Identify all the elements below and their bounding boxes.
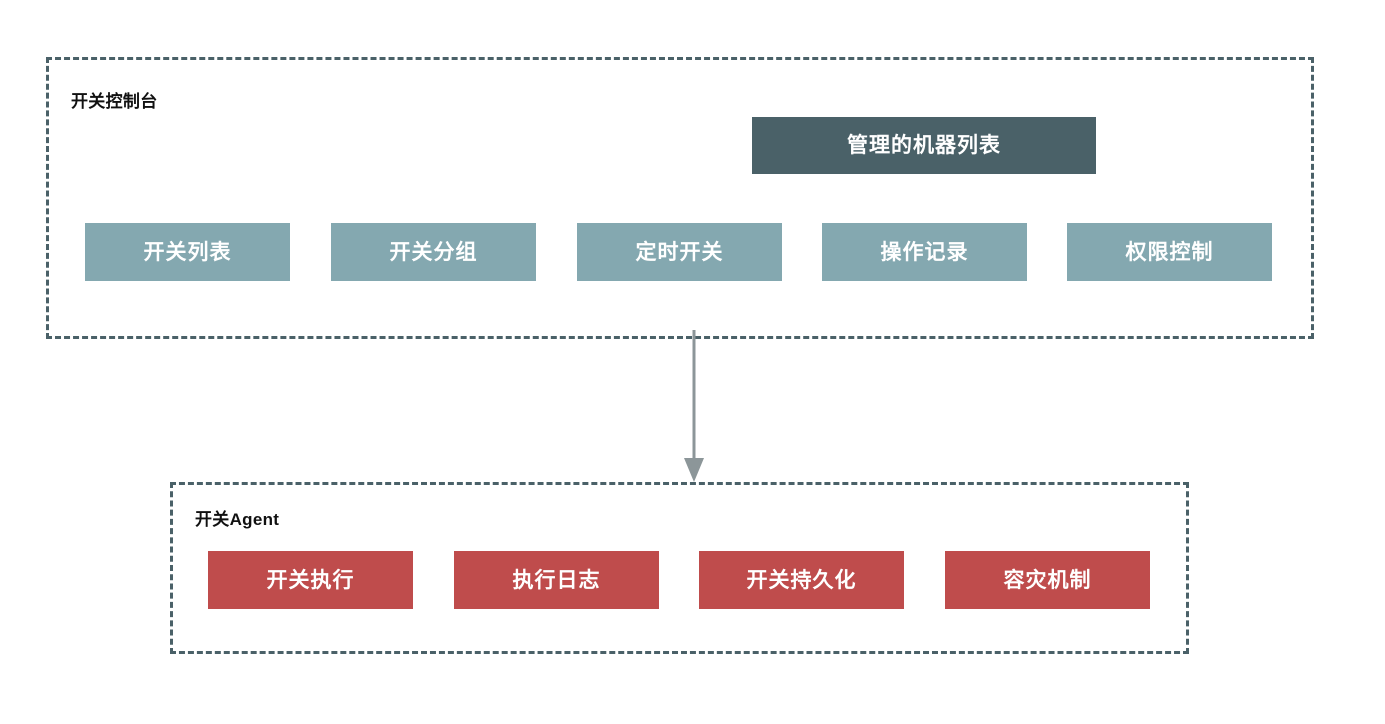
group-switch-console: 开关控制台 [46,57,1314,339]
node-disaster-recovery[interactable]: 容灾机制 [945,551,1150,609]
group-switch-agent: 开关Agent [170,482,1189,654]
node-permission-control[interactable]: 权限控制 [1067,223,1272,281]
node-execution-log[interactable]: 执行日志 [454,551,659,609]
node-switch-group[interactable]: 开关分组 [331,223,536,281]
node-managed-machine-list[interactable]: 管理的机器列表 [752,117,1096,174]
node-switch-execution[interactable]: 开关执行 [208,551,413,609]
node-switch-persistence[interactable]: 开关持久化 [699,551,904,609]
group-label-switch-console: 开关控制台 [71,92,158,111]
node-operation-record[interactable]: 操作记录 [822,223,1027,281]
node-switch-list[interactable]: 开关列表 [85,223,290,281]
group-label-switch-agent: 开关Agent [195,510,280,529]
arrow-head [684,458,704,482]
console-to-agent-arrow-icon [684,330,704,482]
node-scheduled-switch[interactable]: 定时开关 [577,223,782,281]
